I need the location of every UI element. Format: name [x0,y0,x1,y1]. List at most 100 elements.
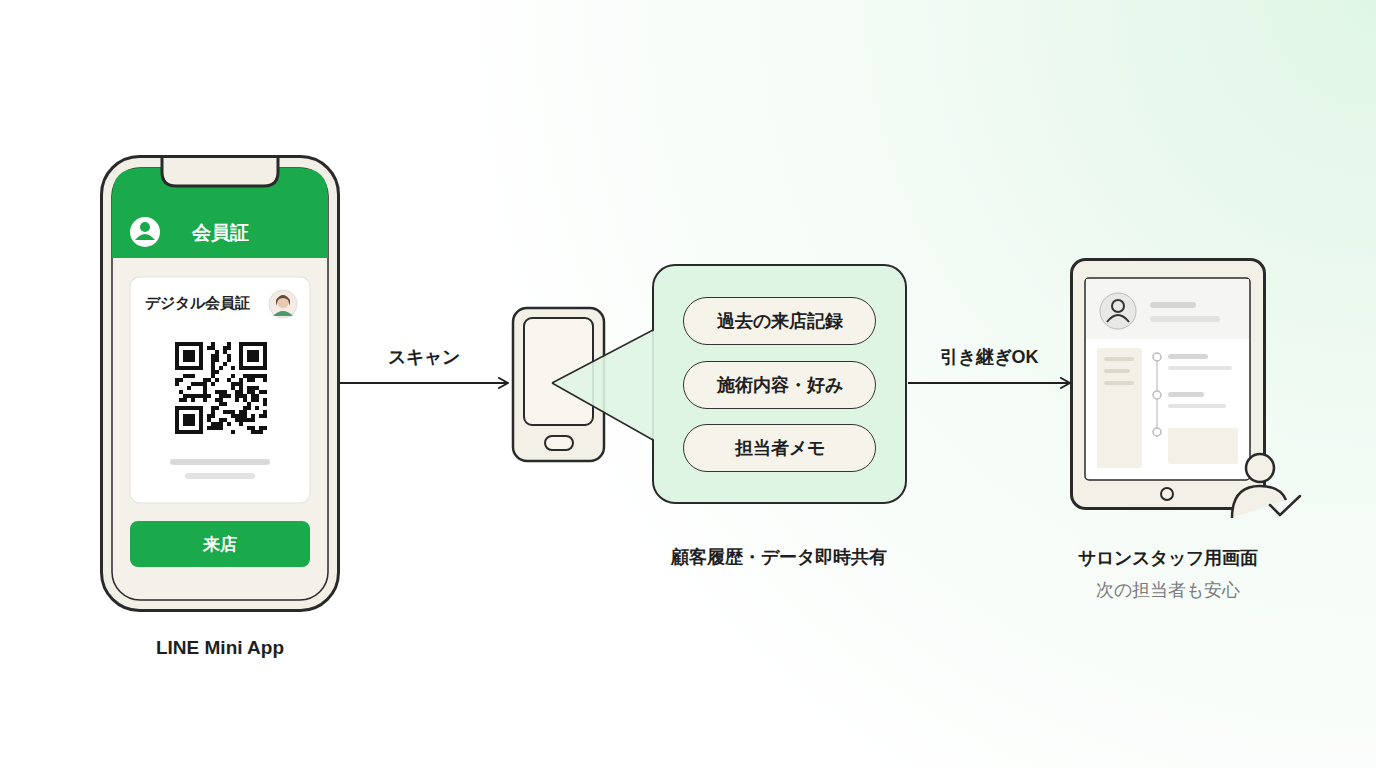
qr-module [235,418,239,422]
qr-module [207,426,211,430]
qr-module [207,346,211,350]
qr-module [215,370,219,374]
qr-module [243,394,247,398]
node-label: 顧客履歴・データ即時共有 [629,545,929,569]
scan-share-group: 顧客履歴・データ即時共有過去の来店記録施術内容・好み担当者メモ [508,262,908,580]
qr-module [251,374,255,378]
qr-module [223,394,227,398]
qr-module [231,410,235,414]
qr-module [263,378,267,382]
qr-module [255,430,259,434]
qr-module [251,394,255,398]
qr-module [223,350,227,354]
node-subtitle: 次の担当者も安心 [1008,578,1328,602]
qr-module [211,366,215,370]
qr-module [243,406,247,410]
qr-module [223,390,227,394]
visit-button: 来店 [130,521,310,567]
qr-module [187,374,191,378]
qr-module [223,418,227,422]
node-label: デジタル会員証 [145,294,275,313]
qr-module [231,386,235,390]
qr-module [227,354,231,358]
qr-module [231,366,235,370]
qr-module [263,398,267,402]
qr-module [211,382,215,386]
qr-module [223,402,227,406]
qr-module [251,390,255,394]
qr-module [243,414,247,418]
qr-module [203,382,207,386]
qr-module [231,382,235,386]
qr-module [219,418,223,422]
qr-module [235,394,239,398]
qr-module [247,418,251,422]
qr-module [211,374,215,378]
qr-module [211,342,215,346]
qr-module [215,358,219,362]
qr-module [207,394,211,398]
qr-module [255,394,259,398]
qr-module [211,410,215,414]
member-phone [102,157,339,611]
qr-module [215,350,219,354]
node-label: 会員証 [112,220,328,246]
qr-module [207,414,211,418]
qr-module [215,378,219,382]
qr-module [255,406,259,410]
qr-module [231,374,235,378]
qr-module [231,414,235,418]
qr-code [175,342,267,434]
qr-module [235,382,239,386]
data-pill: 施術内容・好み [683,361,876,409]
qr-module [263,390,267,394]
qr-module [255,398,259,402]
qr-module [187,386,191,390]
qr-module [243,398,247,402]
qr-module [263,414,267,418]
qr-module [203,378,207,382]
qr-module [227,410,231,414]
qr-module [207,418,211,422]
qr-module [259,390,263,394]
qr-module [259,414,263,418]
qr-module [219,426,223,430]
node-label: 施術内容・好み [717,373,843,397]
qr-module [191,394,195,398]
staff-tablet: サロンスタッフ用画面次の担当者も安心 [1070,258,1266,510]
qr-module [207,378,211,382]
qr-module [199,382,203,386]
qr-module [219,422,223,426]
qr-module [227,358,231,362]
qr-module [227,342,231,346]
qr-module [187,394,191,398]
qr-module [251,418,255,422]
node-label: 過去の来店記録 [717,309,843,333]
qr-module [223,346,227,350]
qr-module [183,374,187,378]
qr-module [219,394,223,398]
qr-module [227,378,231,382]
qr-module [175,382,179,386]
qr-module [219,398,223,402]
qr-module [235,390,239,394]
qr-module [175,378,179,382]
qr-module [247,426,251,430]
qr-module [251,378,255,382]
qr-module [215,406,219,410]
node-label: 来店 [130,533,310,556]
qr-module [227,394,231,398]
qr-module [203,394,207,398]
qr-module [211,358,215,362]
qr-module [243,410,247,414]
qr-module [215,354,219,358]
qr-module [255,374,259,378]
qr-module [191,382,195,386]
qr-module [215,390,219,394]
qr-module [227,422,231,426]
qr-module [239,382,243,386]
qr-module [259,430,263,434]
qr-module [219,390,223,394]
qr-module [199,394,203,398]
